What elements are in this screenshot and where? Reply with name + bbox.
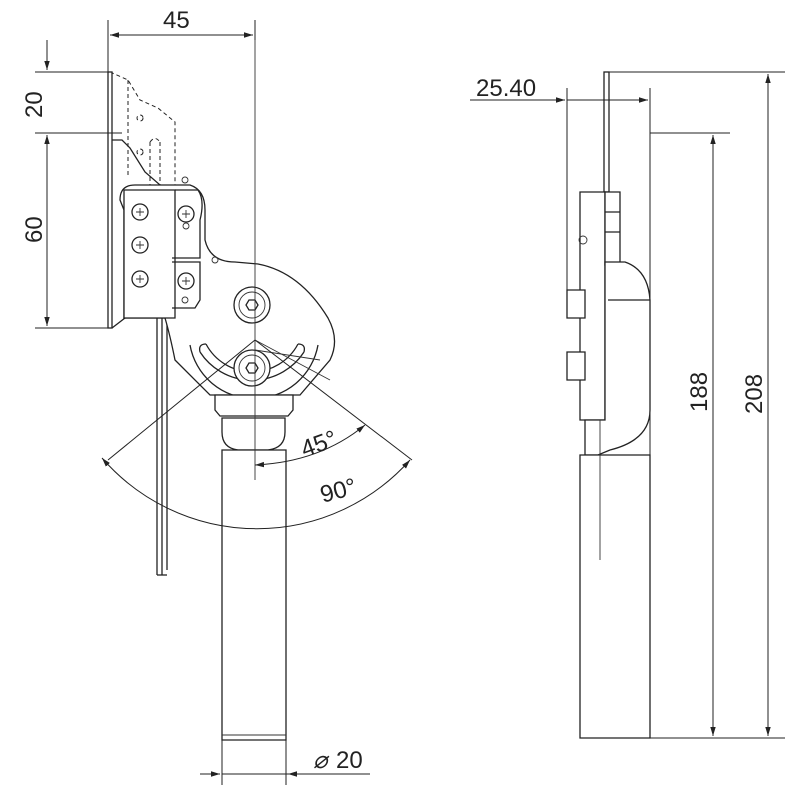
pin-hole-2 bbox=[182, 222, 190, 230]
dim-height-upper-label: 20 bbox=[21, 91, 48, 118]
wall-plate bbox=[107, 71, 113, 329]
pivot-bolt-lower bbox=[233, 349, 271, 387]
tube bbox=[221, 449, 287, 741]
side-screw-head-1 bbox=[566, 289, 586, 319]
pin-hole-4 bbox=[181, 296, 189, 304]
dim-width-label: 45 bbox=[163, 7, 190, 34]
hidden-bracket-outline bbox=[109, 71, 176, 185]
pin-hole-1 bbox=[181, 176, 189, 184]
screw-right-1 bbox=[177, 205, 195, 223]
screw-right-2 bbox=[177, 272, 195, 290]
side-plate bbox=[603, 71, 610, 193]
pin-hole-3 bbox=[211, 256, 219, 264]
side-screw-head-2 bbox=[566, 351, 586, 381]
neck-collar bbox=[214, 394, 294, 417]
side-view: 25.40 188 208 bbox=[470, 71, 785, 739]
front-view: 45° 90° 45 20 60 ⌀ 20 bbox=[21, 7, 413, 785]
angle-45-arc bbox=[254, 424, 366, 468]
plate-top-edge bbox=[112, 139, 173, 191]
neck-cap bbox=[221, 417, 286, 451]
angle-90-arc bbox=[101, 457, 411, 530]
diameter-symbol: ⌀ bbox=[313, 747, 330, 774]
side-tube bbox=[579, 454, 651, 739]
cable bbox=[156, 310, 168, 576]
screw-left-2 bbox=[131, 236, 149, 254]
dim-height-total-label: 208 bbox=[741, 374, 768, 414]
screw-plate bbox=[123, 189, 176, 319]
screw-left-3 bbox=[131, 270, 149, 288]
angle-large-label: 90° bbox=[317, 473, 359, 508]
pivot-bolt-upper bbox=[233, 286, 271, 324]
dim-height-lower-label: 60 bbox=[21, 216, 48, 243]
screw-left-1 bbox=[131, 203, 149, 221]
dim-diameter-label: 20 bbox=[336, 747, 363, 774]
dim-height-inner-label: 188 bbox=[686, 372, 713, 412]
angle-small-label: 45° bbox=[297, 425, 340, 463]
dim-thickness-label: 25.40 bbox=[476, 75, 536, 102]
